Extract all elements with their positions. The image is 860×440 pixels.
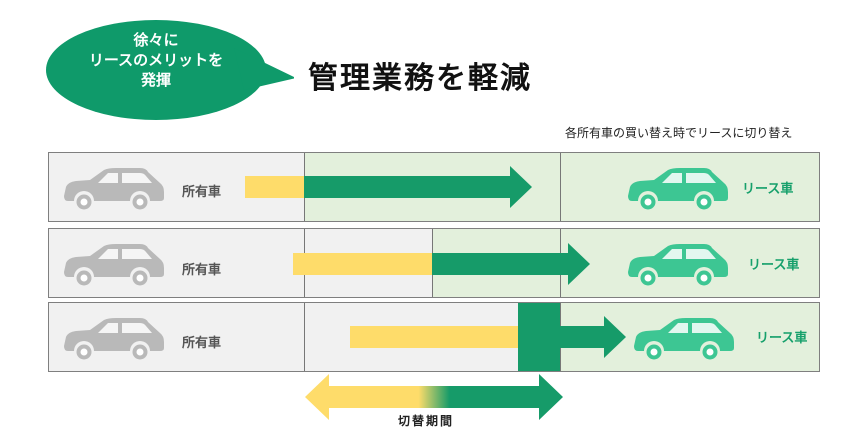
switch-period-label: 切替期間 xyxy=(398,414,455,428)
car-icon xyxy=(630,316,738,364)
row-2: 所有車 リース車 xyxy=(48,228,820,298)
ownership-bar xyxy=(293,253,432,275)
bubble-shape xyxy=(46,20,294,120)
divider xyxy=(560,152,561,222)
lease-label: リース車 xyxy=(742,182,794,197)
owned-label: 所有車 xyxy=(182,336,222,351)
switch-period-arrow xyxy=(305,374,563,420)
bubble-text: 徐々に リースのメリットを 発揮 xyxy=(44,30,268,90)
car-icon xyxy=(60,242,168,290)
owned-label: 所有車 xyxy=(182,263,222,278)
row-1: 所有車 リース車 xyxy=(48,152,820,222)
car-icon xyxy=(624,166,732,214)
speech-bubble: 徐々に リースのメリットを 発揮 xyxy=(44,18,294,128)
lease-arrow xyxy=(432,243,590,285)
caption-top: 各所有車の買い替え時でリースに切り替え xyxy=(565,126,793,140)
owned-label: 所有車 xyxy=(182,185,222,200)
bubble-line-3: 発揮 xyxy=(140,71,171,89)
ownership-bar xyxy=(245,176,304,198)
lease-label: リース車 xyxy=(756,331,808,346)
divider xyxy=(304,302,305,372)
car-icon xyxy=(60,316,168,364)
car-icon xyxy=(60,166,168,214)
lease-arrow xyxy=(304,166,532,208)
ownership-bar xyxy=(350,326,518,348)
lease-arrow xyxy=(518,316,626,358)
lease-label: リース車 xyxy=(748,258,800,273)
headline: 管理業務を軽減 xyxy=(308,61,532,96)
row-3: 所有車 リース車 xyxy=(48,302,820,372)
car-icon xyxy=(624,242,732,290)
bubble-line-1: 徐々に xyxy=(133,31,179,49)
bubble-line-2: リースのメリットを xyxy=(88,51,224,69)
